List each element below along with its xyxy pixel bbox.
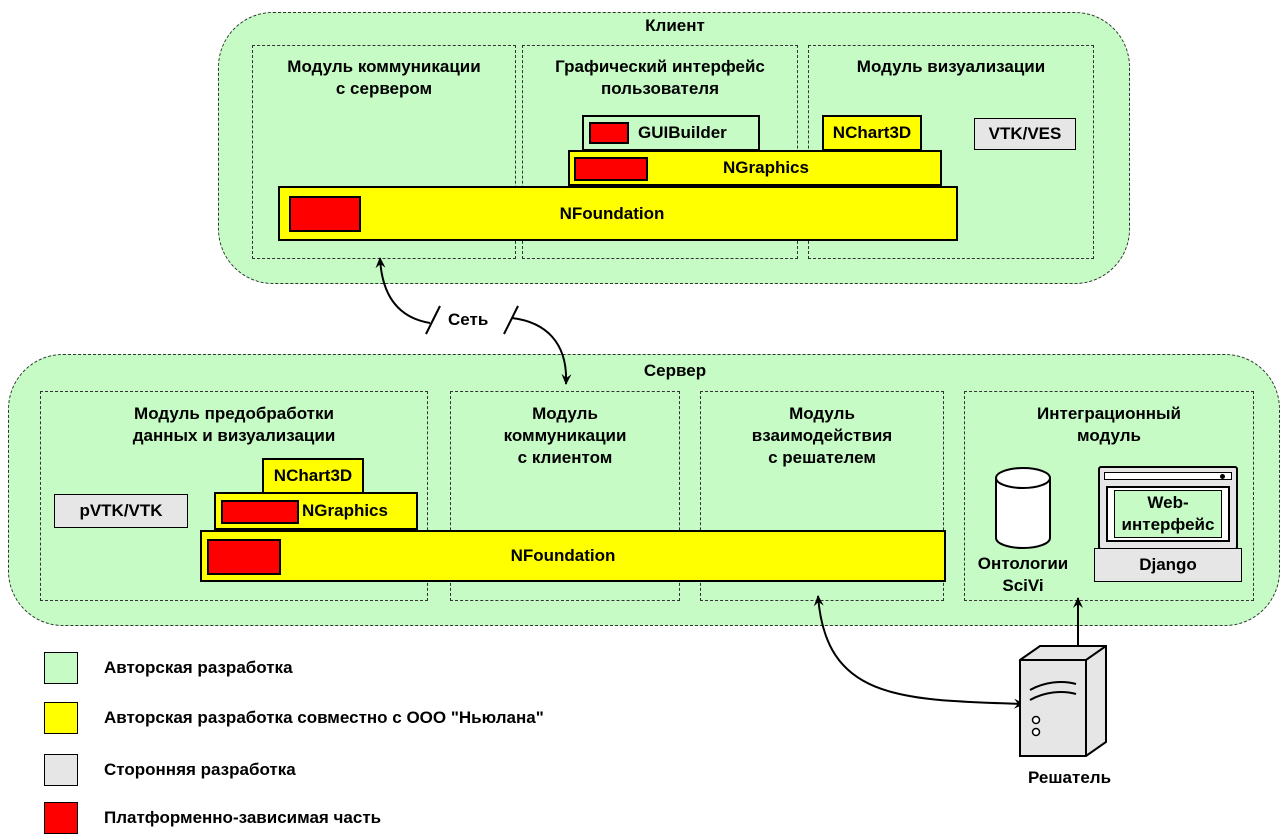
server-solver-module-title: Модуль взаимодействия с решателем <box>751 404 893 467</box>
client-nchart3d-label: NChart3D <box>832 123 912 142</box>
server-django-block: Django <box>1094 548 1242 582</box>
server-integration-module <box>964 391 1254 601</box>
monitor-status-dot <box>1220 474 1225 479</box>
client-ngraphics-label: NGraphics <box>723 158 809 177</box>
server-ngraphics-block: NGraphics <box>214 492 418 530</box>
client-ngraphics-platform-part <box>574 157 648 181</box>
web-interface-label-box: Web- интерфейс <box>1114 490 1222 538</box>
server-nfoundation-block: NFoundation <box>200 530 946 582</box>
server-pvtk-label: pVTK/VTK <box>79 501 163 520</box>
client-nfoundation-block: NFoundation <box>278 186 958 241</box>
monitor-top-bar <box>1104 472 1232 480</box>
client-guibuilder-block: GUIBuilder <box>582 115 760 151</box>
client-guibuilder-label: GUIBuilder <box>638 123 727 142</box>
server-integration-module-title: Интеграционный модуль <box>1037 404 1181 445</box>
legend-text-author: Авторская разработка <box>104 658 293 677</box>
client-nchart3d-block: NChart3D <box>822 115 922 151</box>
server-preproc-module <box>40 391 428 601</box>
ontology-label: Онтологии SciVi <box>977 554 1069 595</box>
solver-server-icon <box>1019 645 1107 757</box>
legend-swatch-author <box>44 652 78 684</box>
network-label: Сеть <box>448 310 489 329</box>
client-ngraphics-block: NGraphics <box>568 150 942 186</box>
legend-swatch-joint <box>44 702 78 734</box>
network-break-left <box>425 305 441 335</box>
client-guibuilder-platform-part <box>589 122 629 144</box>
server-comm-module <box>450 391 680 601</box>
network-break-right <box>503 305 519 335</box>
server-ngraphics-label: NGraphics <box>302 501 388 520</box>
web-interface-label: Web- интерфейс <box>1121 493 1215 534</box>
server-pvtk-block: pVTK/VTK <box>54 494 188 528</box>
legend: Авторская разработка Авторская разработк… <box>44 652 744 834</box>
server-preproc-module-title: Модуль предобработки данных и визуализац… <box>132 404 336 445</box>
server-nfoundation-label: NFoundation <box>510 546 616 565</box>
legend-swatch-platform <box>44 802 78 834</box>
solver-label: Решатель <box>1028 768 1112 787</box>
server-nchart3d-block: NChart3D <box>262 458 364 494</box>
server-comm-module-title: Модуль коммуникации с клиентом <box>503 404 627 467</box>
legend-text-platform: Платформенно-зависимая часть <box>104 808 382 827</box>
server-nfoundation-platform-part <box>207 539 281 575</box>
client-gui-module-title: Графический интерфейс пользователя <box>555 57 765 98</box>
server-ngraphics-platform-part <box>221 500 299 524</box>
server-django-label: Django <box>1139 555 1197 574</box>
client-vtkves-block: VTK/VES <box>974 118 1076 150</box>
client-nfoundation-label: NFoundation <box>559 203 665 223</box>
client-vtkves-label: VTK/VES <box>988 124 1062 143</box>
legend-text-third-party: Сторонняя разработка <box>104 760 296 779</box>
client-nfoundation-platform-part <box>289 196 361 232</box>
server-nchart3d-label: NChart3D <box>273 466 353 485</box>
legend-swatch-third-party <box>44 754 78 786</box>
client-comm-module-title: Модуль коммуникации с сервером <box>287 57 481 98</box>
server-title: Сервер <box>643 361 707 380</box>
legend-text-joint: Авторская разработка совместно с ООО "Нь… <box>104 708 544 727</box>
monitor-icon: Web- интерфейс <box>1098 466 1238 550</box>
client-vis-module-title: Модуль визуализации <box>856 57 1046 76</box>
client-title: Клиент <box>645 16 705 35</box>
